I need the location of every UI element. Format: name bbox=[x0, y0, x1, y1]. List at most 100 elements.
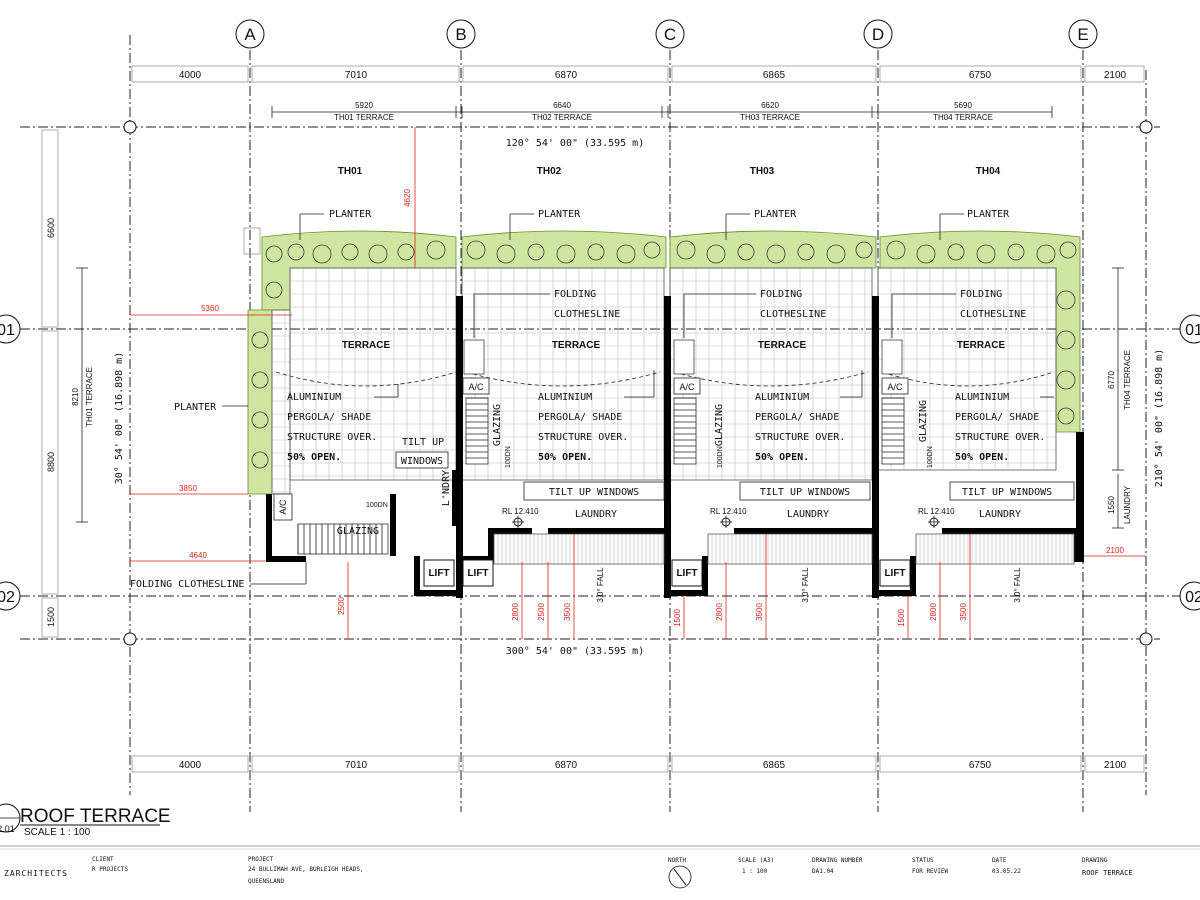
svg-text:2100: 2100 bbox=[1104, 760, 1127, 771]
tilt-up-windows: TILT UP WINDOWS TILT UP WINDOWS TILT UP … bbox=[395, 437, 1075, 501]
svg-text:6870: 6870 bbox=[555, 760, 578, 771]
svg-text:CLIENT: CLIENT bbox=[92, 856, 114, 863]
terrace-dim-th03-label: TH03 TERRACE bbox=[740, 113, 800, 122]
svg-text:A/C: A/C bbox=[278, 499, 288, 515]
svg-text:2500: 2500 bbox=[537, 603, 546, 621]
svg-text:A/C: A/C bbox=[887, 382, 903, 392]
svg-text:LAUNDRY: LAUNDRY bbox=[575, 509, 617, 520]
terrace-label-th03: TERRACE bbox=[758, 340, 807, 351]
drawing-title-text: ROOF TERRACE bbox=[20, 806, 171, 827]
svg-text:TILT UP WINDOWS: TILT UP WINDOWS bbox=[549, 487, 639, 498]
unit-th04: TH04 bbox=[976, 166, 1001, 177]
svg-text:QUEENSLAND: QUEENSLAND bbox=[248, 878, 285, 885]
svg-text:ALUMINIUM: ALUMINIUM bbox=[287, 392, 341, 403]
th01-side-dim: 8210 TH01 TERRACE bbox=[71, 267, 94, 523]
svg-text:STATUS: STATUS bbox=[912, 857, 934, 864]
th01-side-value: 8210 bbox=[71, 388, 80, 406]
grid-label-d: D bbox=[872, 25, 884, 44]
left-dim-1: 6600 bbox=[46, 218, 56, 238]
svg-text:3500: 3500 bbox=[563, 603, 572, 621]
svg-text:ALUMINIUM: ALUMINIUM bbox=[538, 392, 592, 403]
clothesline-callouts: FOLDING CLOTHESLINE FOLDING CLOTHESLINE … bbox=[463, 289, 1026, 375]
svg-text:PERGOLA/ SHADE: PERGOLA/ SHADE bbox=[955, 412, 1039, 423]
terrace-dim-th02: 6640 bbox=[553, 101, 571, 110]
svg-text:4620: 4620 bbox=[403, 189, 412, 207]
th01-clothesline-callout: FOLDING CLOTHESLINE bbox=[130, 562, 307, 590]
svg-text:L'NDRY: L'NDRY bbox=[441, 470, 452, 506]
svg-text:50% OPEN.: 50% OPEN. bbox=[755, 452, 809, 463]
top-dim-6: 2100 bbox=[1104, 70, 1127, 81]
svg-text:DRAWING NUMBER: DRAWING NUMBER bbox=[812, 857, 863, 864]
svg-text:CLOTHESLINE: CLOTHESLINE bbox=[960, 309, 1026, 320]
svg-text:DRAWING: DRAWING bbox=[1082, 857, 1108, 864]
svg-text:LIFT: LIFT bbox=[884, 568, 905, 579]
unit-th02: TH02 bbox=[537, 166, 562, 177]
bearing-bottom: 300° 54' 00" (33.595 m) bbox=[506, 646, 644, 657]
downpipe-markers: 100DN 100DN 100DN 100DN bbox=[366, 446, 934, 509]
planter-label-1: PLANTER bbox=[329, 209, 372, 220]
svg-text:LIFT: LIFT bbox=[428, 568, 449, 579]
top-dim-3: 6870 bbox=[555, 70, 578, 81]
svg-text:2800: 2800 bbox=[511, 603, 520, 621]
svg-text:A/C: A/C bbox=[679, 382, 695, 392]
svg-text:3850: 3850 bbox=[179, 484, 197, 493]
top-dim-5: 6750 bbox=[969, 70, 992, 81]
top-dim-4: 6865 bbox=[763, 70, 786, 81]
grid-label-b: B bbox=[455, 25, 466, 44]
svg-text:4640: 4640 bbox=[189, 551, 207, 560]
bearing-left: 30° 54' 00" (16.898 m) bbox=[114, 352, 125, 484]
svg-text:6750: 6750 bbox=[969, 760, 992, 771]
svg-text:FOLDING CLOTHESLINE: FOLDING CLOTHESLINE bbox=[130, 579, 244, 590]
svg-text:50% OPEN.: 50% OPEN. bbox=[538, 452, 592, 463]
svg-text:3500: 3500 bbox=[959, 603, 968, 621]
svg-text:50% OPEN.: 50% OPEN. bbox=[955, 452, 1009, 463]
glazing-labels: GLAZING GLAZING GLAZING GLAZING L'NDRY bbox=[337, 400, 929, 537]
svg-text:2800: 2800 bbox=[715, 603, 724, 621]
svg-text:24 BULLIMAH AVE, BURLEIGH HEAD: 24 BULLIMAH AVE, BURLEIGH HEADS, bbox=[248, 866, 364, 873]
fall-labels: 3.0° FALL 3.0° FALL 3.0° FALL bbox=[596, 567, 1022, 603]
unit-labels: TH01 TH02 TH03 TH04 bbox=[338, 166, 1001, 177]
stairs bbox=[297, 397, 905, 555]
svg-text:DA1.04: DA1.04 bbox=[812, 868, 834, 875]
top-dim-2: 7010 bbox=[345, 70, 368, 81]
svg-text:FOR REVIEW: FOR REVIEW bbox=[912, 868, 949, 875]
svg-text:50% OPEN.: 50% OPEN. bbox=[287, 452, 341, 463]
planter-label-3: PLANTER bbox=[754, 209, 797, 220]
planters bbox=[243, 227, 1081, 495]
column-gridlines bbox=[129, 35, 1147, 812]
fall-zones bbox=[493, 533, 1075, 565]
terrace-dim-th03: 6620 bbox=[761, 101, 779, 110]
svg-text:1500: 1500 bbox=[673, 609, 682, 627]
svg-text:NORTH: NORTH bbox=[668, 857, 686, 864]
grid-label-02-right: 02 bbox=[1185, 589, 1200, 606]
drawing-number-bubble: 2.01 bbox=[0, 824, 15, 834]
terrace-width-dims: 5920 TH01 TERRACE 6640 TH02 TERRACE 6620… bbox=[271, 101, 1053, 122]
row-grid-bubbles: 01 01 02 02 bbox=[0, 120, 1200, 646]
svg-text:STRUCTURE OVER.: STRUCTURE OVER. bbox=[955, 432, 1045, 443]
svg-text:STRUCTURE OVER.: STRUCTURE OVER. bbox=[287, 432, 377, 443]
svg-text:ALUMINIUM: ALUMINIUM bbox=[755, 392, 809, 403]
terrace-dim-th04-label: TH04 TERRACE bbox=[933, 113, 993, 122]
svg-text:GLAZING: GLAZING bbox=[492, 404, 503, 446]
svg-text:FOLDING: FOLDING bbox=[960, 289, 1002, 300]
svg-text:03.05.22: 03.05.22 bbox=[992, 868, 1021, 875]
bearing-top: 120° 54' 00" (33.595 m) bbox=[506, 138, 644, 149]
svg-text:4000: 4000 bbox=[179, 760, 202, 771]
planter-label-4: PLANTER bbox=[967, 209, 1010, 220]
terrace-label-th04: TERRACE bbox=[957, 340, 1006, 351]
svg-text:3.0° FALL: 3.0° FALL bbox=[801, 567, 810, 603]
bottom-dimension-strip: 4000 7010 6870 6865 6750 2100 bbox=[131, 755, 1145, 773]
svg-text:A/C: A/C bbox=[468, 382, 484, 392]
grid-label-02-left: 02 bbox=[0, 589, 15, 606]
svg-text:RL 12.410: RL 12.410 bbox=[710, 507, 747, 516]
svg-text:ROOF TERRACE: ROOF TERRACE bbox=[1082, 869, 1133, 877]
svg-text:LIFT: LIFT bbox=[676, 568, 697, 579]
svg-text:PROJECT: PROJECT bbox=[248, 856, 274, 863]
terrace-label-th02: TERRACE bbox=[552, 340, 601, 351]
svg-text:5360: 5360 bbox=[201, 304, 219, 313]
svg-text:ALUMINIUM: ALUMINIUM bbox=[955, 392, 1009, 403]
terrace-dim-th01: 5920 bbox=[355, 101, 373, 110]
svg-text:FOLDING: FOLDING bbox=[554, 289, 596, 300]
svg-text:7010: 7010 bbox=[345, 760, 368, 771]
svg-text:100DN: 100DN bbox=[927, 446, 934, 468]
